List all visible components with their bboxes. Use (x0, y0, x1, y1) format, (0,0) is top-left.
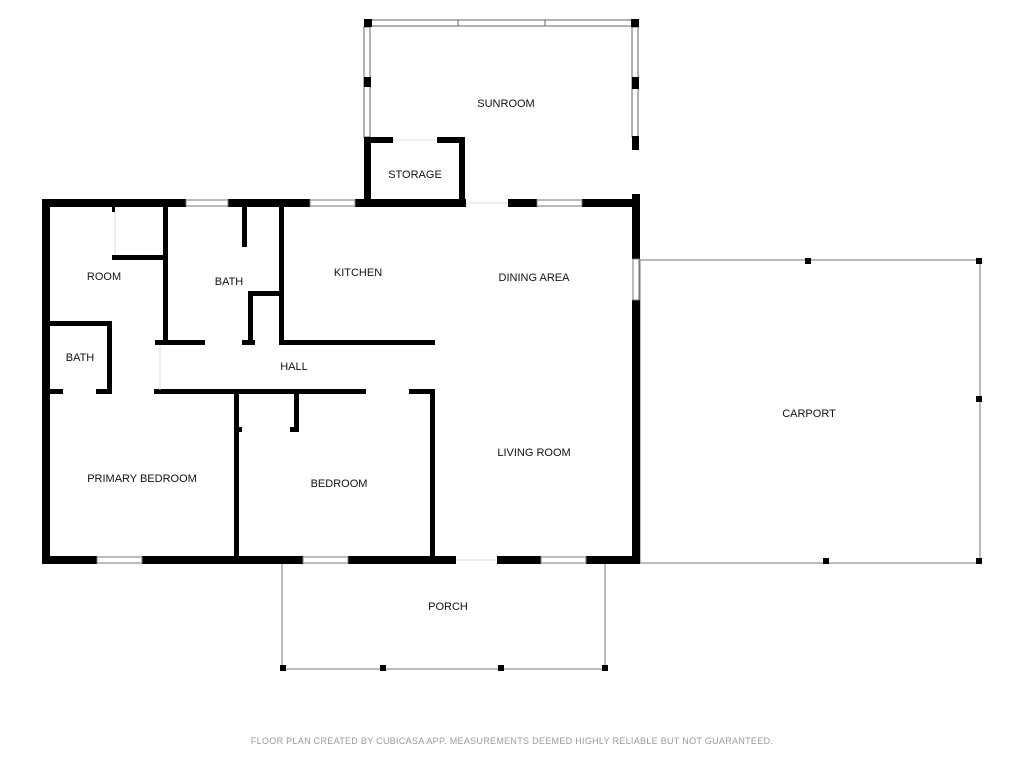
room-label-carport: CARPORT (782, 408, 836, 420)
room-label-bath-upper: BATH (214, 276, 244, 288)
room-label-kitchen: KITCHEN (333, 267, 383, 279)
carport-posts (805, 258, 982, 564)
room-label-storage: STORAGE (388, 169, 442, 181)
room-label-primary-bedroom: PRIMARY BEDROOM (87, 473, 197, 485)
walls (42, 19, 640, 564)
room-label-hall: HALL (280, 361, 308, 373)
room-label-sunroom: SUNROOM (477, 98, 535, 110)
door-openings (114, 139, 508, 561)
room-label-bath-small: BATH (65, 352, 95, 364)
windows (96, 199, 640, 564)
porch-outline (281, 563, 606, 670)
room-label-bedroom: BEDROOM (310, 478, 368, 490)
room-label-porch: PORCH (428, 601, 468, 613)
room-label-dining-area: DINING AREA (498, 272, 570, 284)
footer-disclaimer: FLOOR PLAN CREATED BY CUBICASA APP. MEAS… (250, 736, 774, 746)
sunroom-windows (363, 19, 639, 138)
room-label-room: ROOM (86, 271, 122, 283)
room-label-living-room: LIVING ROOM (497, 447, 571, 459)
porch-posts (280, 665, 608, 671)
